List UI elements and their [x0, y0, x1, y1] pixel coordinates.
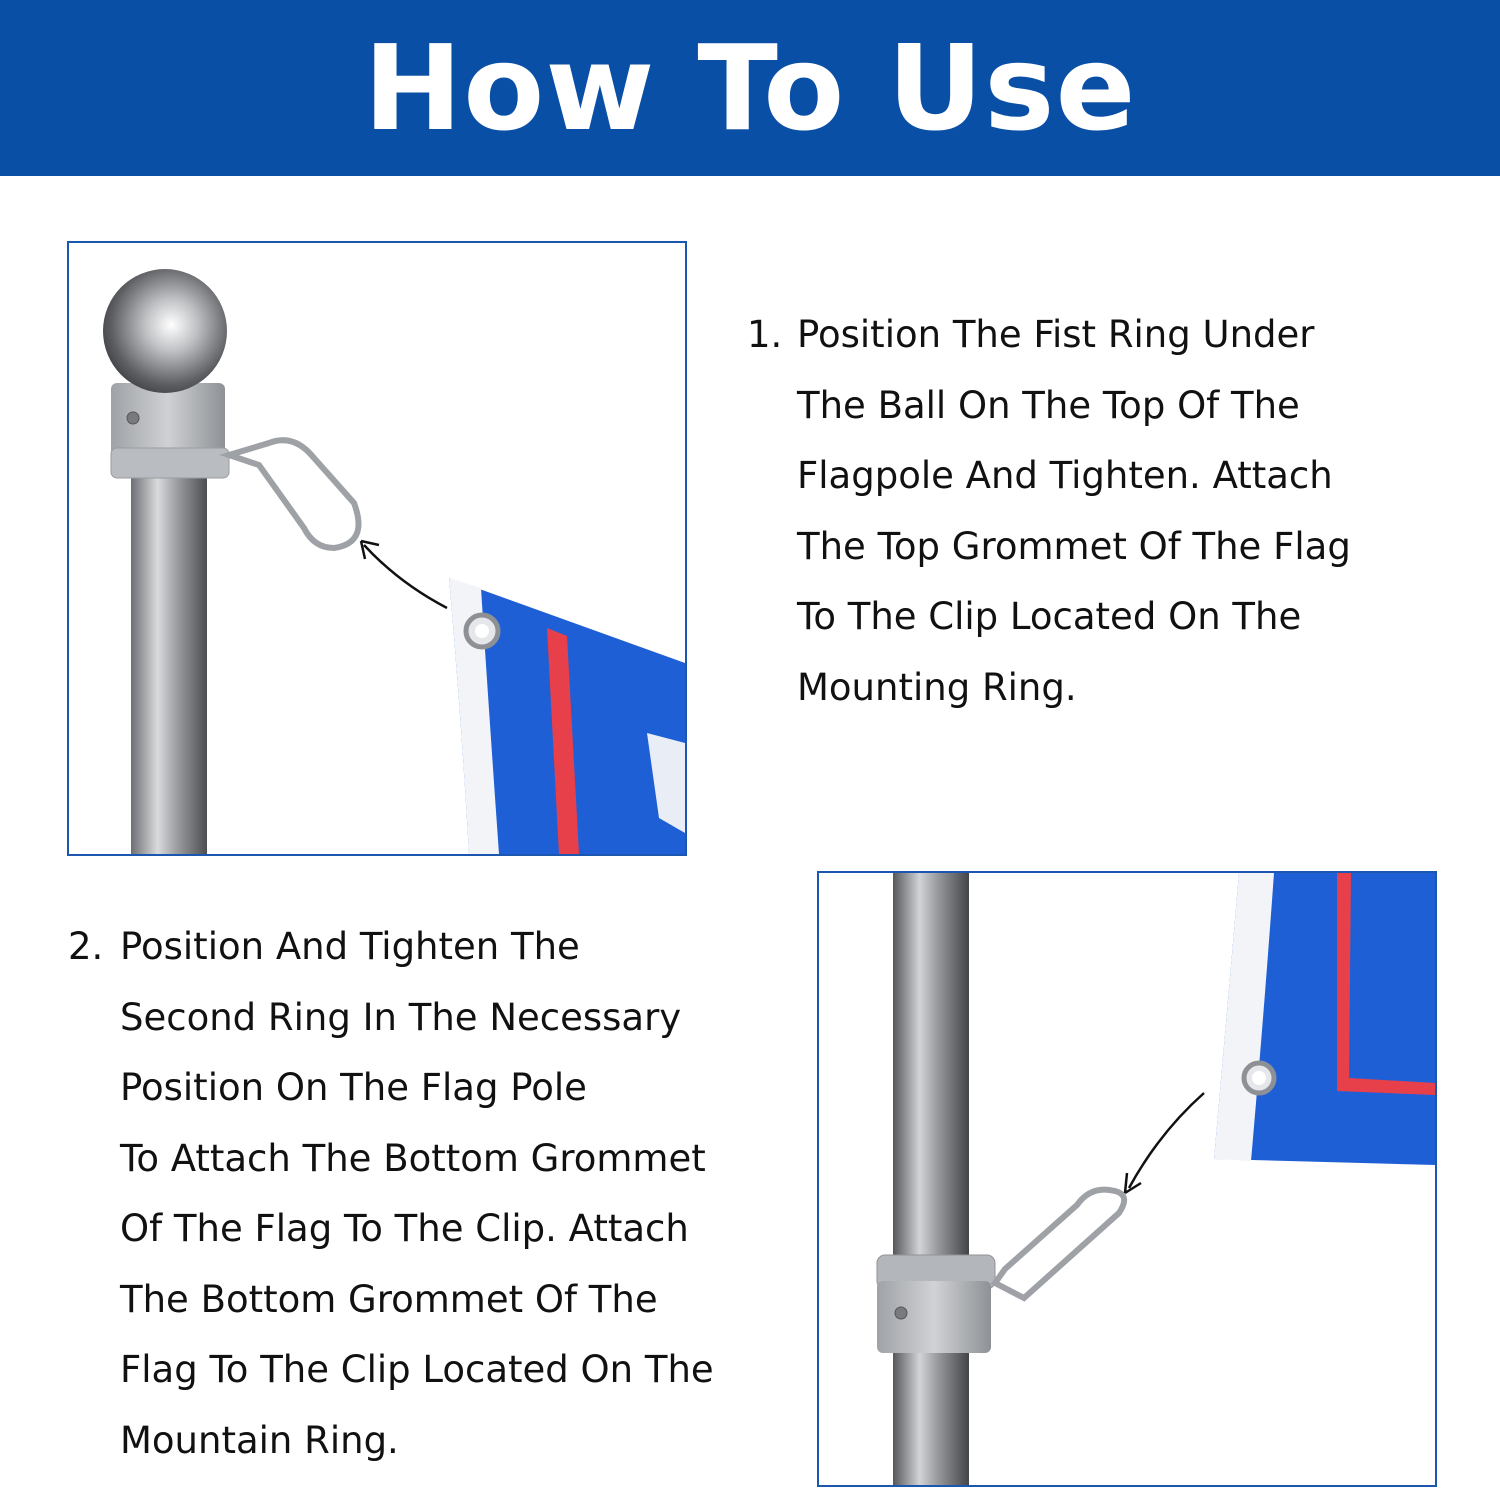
header-banner: How To Use — [0, 0, 1500, 176]
step-line: The Bottom Grommet Of The — [120, 1277, 658, 1321]
arrow-icon — [1127, 1092, 1205, 1189]
page-title: How To Use — [363, 19, 1137, 157]
bottom-ring-photo — [817, 871, 1437, 1487]
step-line: Flagpole And Tighten. Attach — [797, 454, 1333, 497]
carabiner-clip — [990, 1186, 1128, 1302]
step-line: Position The Fist Ring Under — [797, 313, 1315, 356]
step-2-text: 2. Position And Tighten The Second Ring … — [68, 912, 768, 1476]
mounting-ring — [111, 383, 225, 461]
step-line: To Attach The Bottom Grommet — [120, 1136, 706, 1180]
step-number: 2. — [68, 925, 104, 968]
step-number: 1. — [747, 313, 783, 356]
step-line: Second Ring In The Necessary — [120, 995, 682, 1039]
carabiner-clip — [219, 437, 362, 552]
step-line: The Top Grommet Of The Flag — [797, 524, 1351, 568]
step-line: Flag To The Clip Located On The — [120, 1348, 714, 1391]
mounting-ring — [877, 1281, 991, 1353]
ball-top — [103, 269, 227, 393]
step-line: The Ball On The Top Of The — [797, 383, 1300, 427]
step-line: Mountain Ring. — [120, 1418, 399, 1462]
step-line: Of The Flag To The Clip. Attach — [120, 1207, 689, 1250]
step-line: Position And Tighten The — [120, 925, 580, 968]
top-ring-photo — [67, 241, 687, 856]
arrow-icon — [363, 544, 448, 610]
step-line: Position On The Flag Pole — [120, 1066, 587, 1109]
flagpole — [893, 873, 969, 1485]
step-1-text: 1. Position The Fist Ring Under The Ball… — [747, 300, 1427, 723]
step-line: Mounting Ring. — [797, 665, 1077, 709]
step-line: To The Clip Located On The — [797, 595, 1302, 638]
flagpole — [131, 473, 207, 854]
